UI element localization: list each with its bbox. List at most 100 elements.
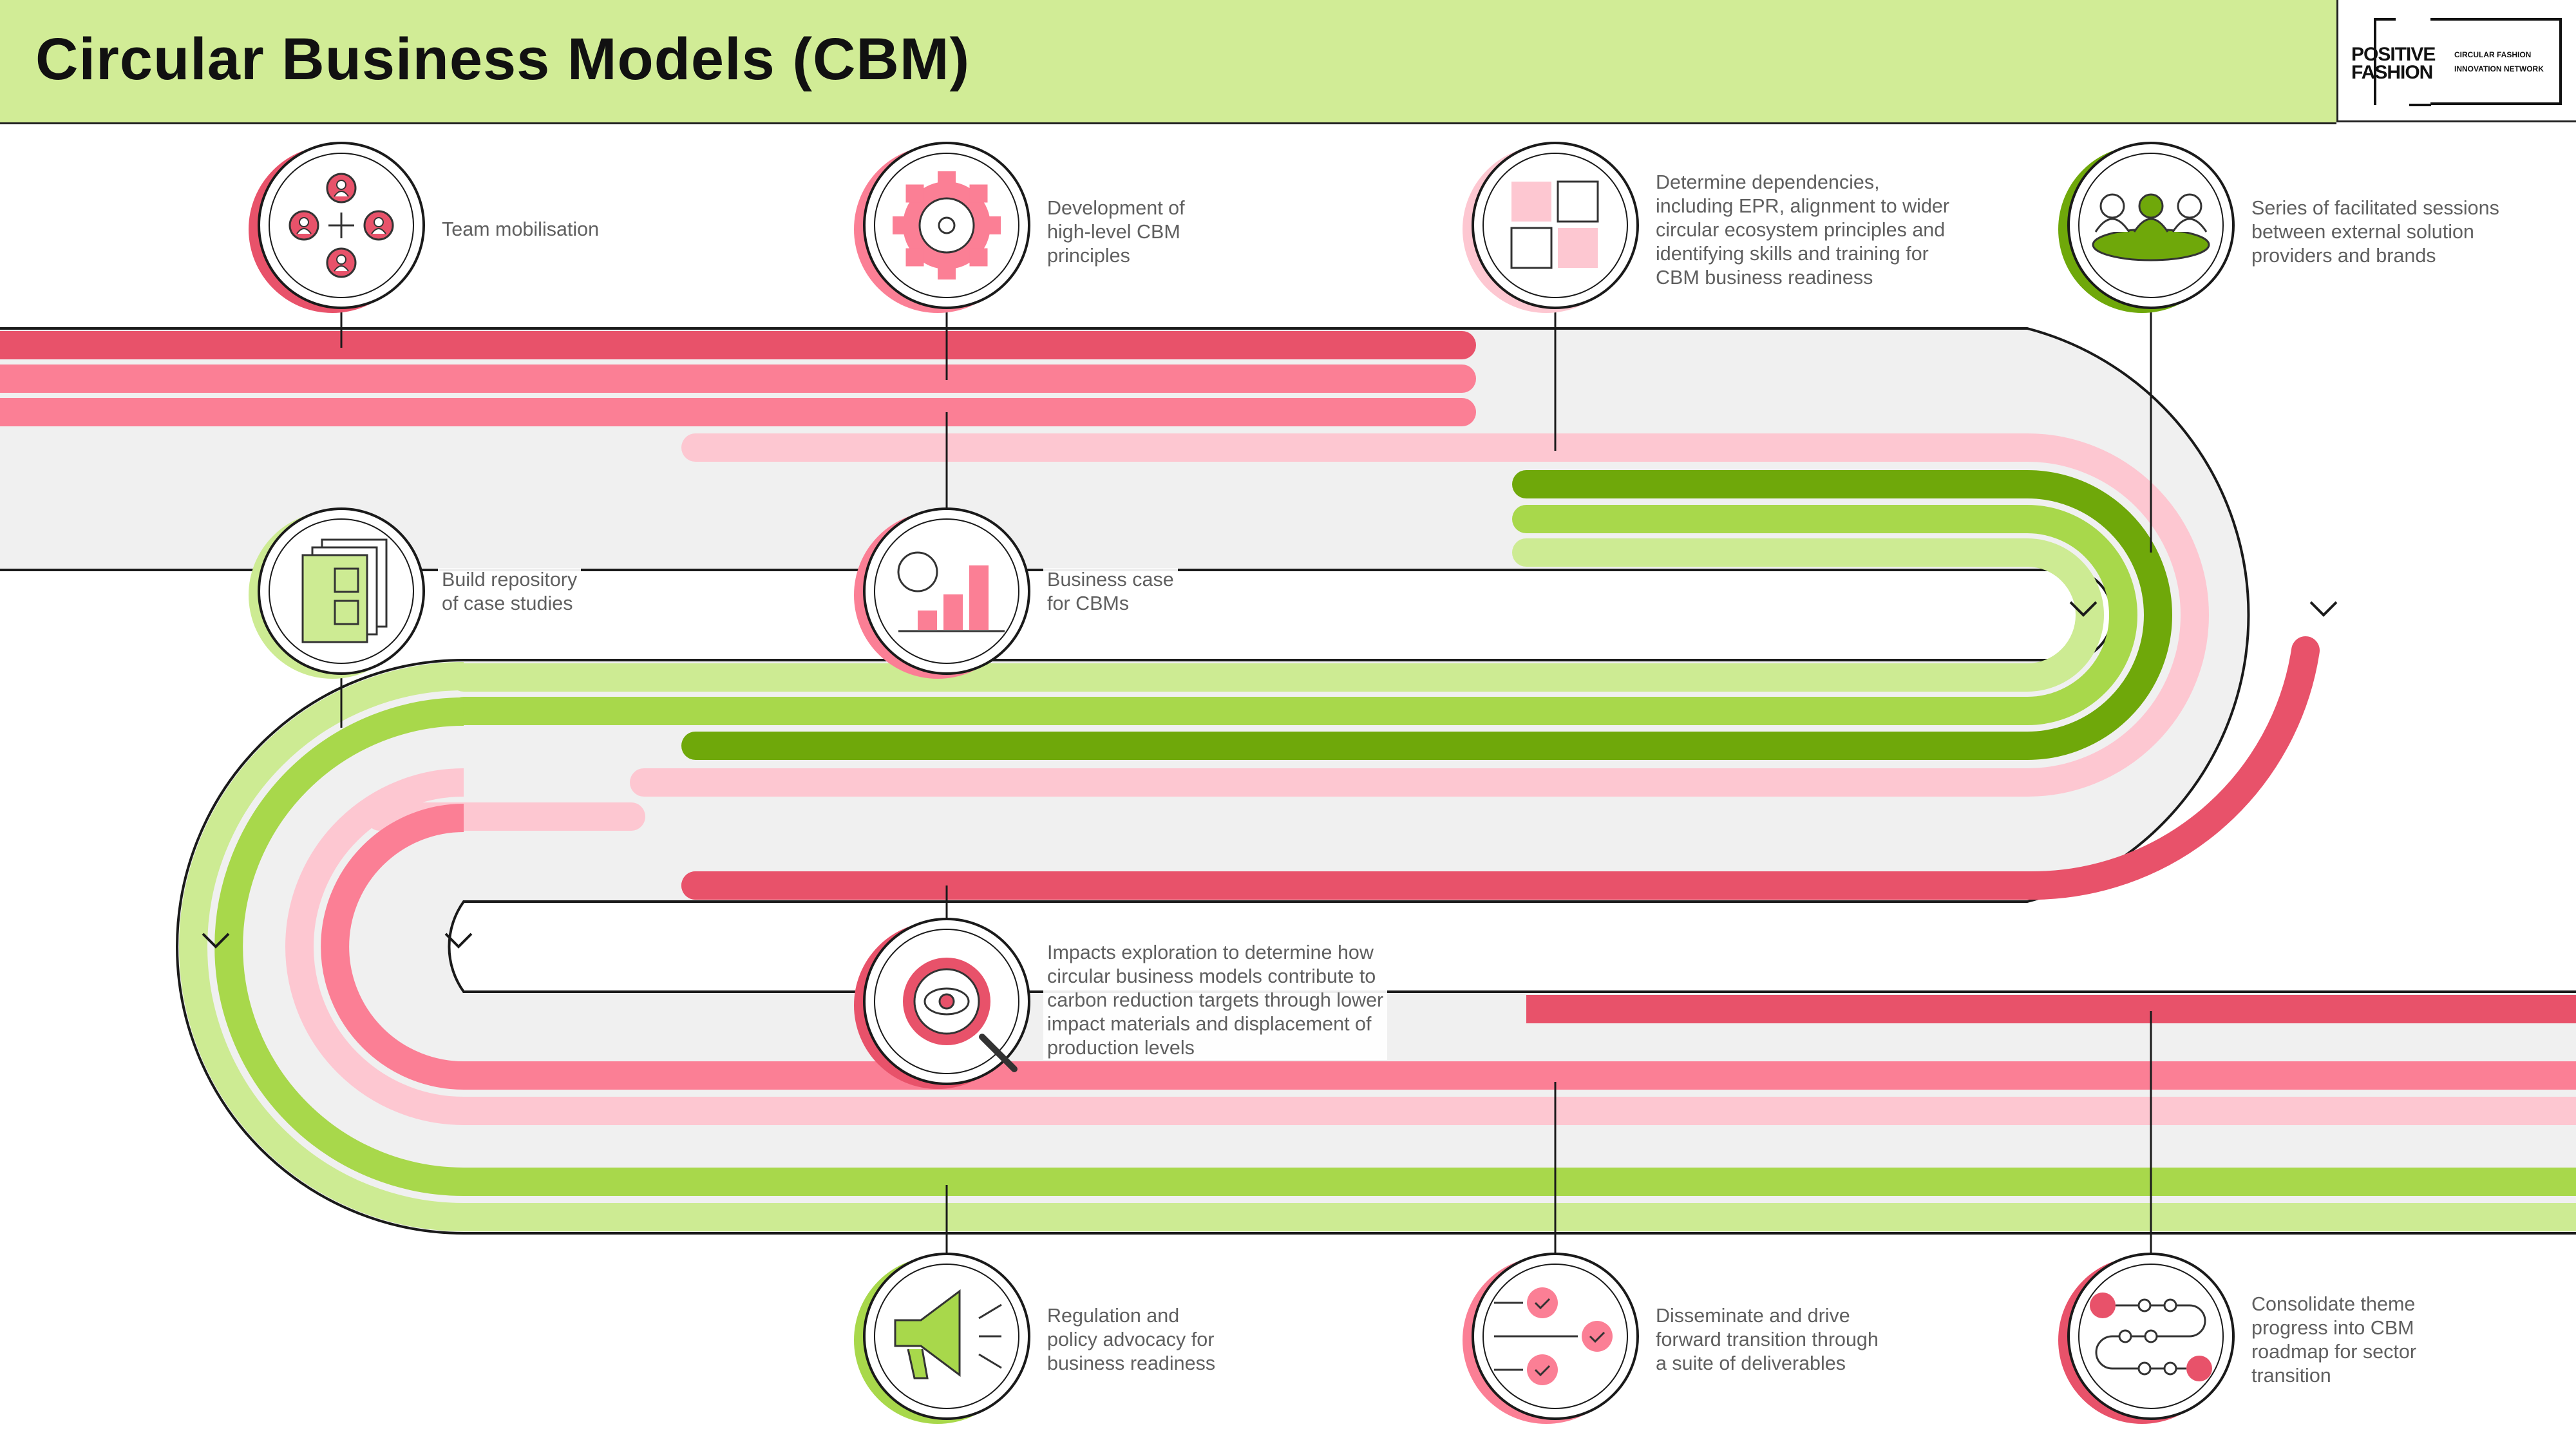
logo-frame-line	[2409, 104, 2431, 106]
network-ring	[897, 551, 938, 592]
gear-icon	[893, 171, 1001, 279]
puzzle-piece	[1557, 180, 1599, 223]
icon-inner-ring	[1482, 153, 1628, 298]
gear-tooth	[905, 248, 924, 267]
roadmap-node	[2118, 1329, 2132, 1343]
gear-tooth	[969, 248, 988, 267]
bar-chart-icon	[897, 551, 1005, 632]
roadmap-node	[2137, 1298, 2152, 1312]
bar	[918, 611, 937, 630]
roadmap-node	[2144, 1329, 2158, 1343]
lane-loop-dark-green	[681, 470, 2172, 760]
megaphone-handle	[907, 1349, 929, 1379]
sound-line	[978, 1353, 1002, 1369]
sound-line	[978, 1303, 1002, 1320]
handle	[979, 1034, 1018, 1072]
page-title: Circular Business Models (CBM)	[35, 26, 971, 92]
milestone-team-mobilisation	[249, 142, 425, 313]
lane-lower-light-pink	[285, 768, 2576, 1125]
logo-text-fashion: FASHION	[2351, 62, 2433, 83]
lane-lower-green	[214, 697, 2576, 1196]
milestone-impacts-exploration	[854, 918, 1030, 1089]
positive-fashion-logo: POSITIVE FASHION CIRCULAR FASHION INNOVA…	[2336, 0, 2576, 122]
check-badge	[1527, 1287, 1558, 1318]
logo-frame-line	[2374, 18, 2376, 105]
road-lanes	[0, 327, 2576, 1235]
direction-chevron-0	[2069, 601, 2098, 617]
roadmap-node	[2163, 1361, 2177, 1376]
person-head	[336, 180, 346, 190]
check-mark	[1589, 1331, 1605, 1343]
direction-chevron-2	[202, 933, 230, 949]
person-body	[334, 265, 349, 272]
person-head	[336, 254, 346, 265]
puzzle-piece	[1558, 228, 1598, 268]
person-body	[334, 191, 349, 197]
logo-frame-box	[2430, 18, 2562, 105]
lane-lower-light-green	[179, 662, 2576, 1231]
person-body	[2133, 218, 2169, 232]
check-mark	[1534, 1298, 1551, 1310]
roadmap-start	[2090, 1293, 2116, 1318]
lane-lower-pink	[321, 804, 2576, 1090]
check-mark	[1534, 1365, 1551, 1377]
logo-frame-line	[2374, 18, 2396, 21]
icon-inner-ring	[874, 518, 1019, 664]
logo-subtitle-2: INNOVATION NETWORK	[2454, 64, 2544, 73]
milestone-case-studies	[249, 507, 425, 679]
magnifier-eye-icon	[903, 958, 1018, 1072]
doc-box	[334, 600, 359, 625]
milestone-business-case	[854, 507, 1030, 679]
person-head	[374, 217, 384, 227]
roadmap-end	[2186, 1356, 2212, 1381]
lane-loop-green	[450, 505, 2137, 725]
check-badge	[1582, 1321, 1613, 1352]
gear-tooth	[938, 261, 956, 279]
person-head	[2177, 193, 2202, 219]
documents-icon	[301, 538, 388, 643]
bar	[943, 594, 963, 630]
logo-subtitle-1: CIRCULAR FASHION	[2454, 50, 2532, 59]
table	[2092, 228, 2210, 261]
person-head	[2138, 193, 2164, 219]
puzzle-piece	[1511, 182, 1551, 222]
person-body	[371, 228, 386, 234]
direction-chevron-1	[2309, 601, 2338, 617]
gear-tooth	[905, 184, 924, 203]
milestone-consolidate-roadmap	[2058, 1253, 2235, 1424]
milestone-dependencies	[1463, 142, 1639, 313]
milestone-regulation-advocacy	[854, 1253, 1030, 1424]
bar	[969, 565, 989, 630]
roadmap-node	[2137, 1361, 2152, 1376]
gear-tooth	[983, 216, 1001, 234]
person-head	[299, 217, 309, 227]
gear-tooth	[893, 216, 911, 234]
roadmap-icon	[2090, 1293, 2212, 1381]
lane-loop-light-pink	[681, 433, 2209, 797]
lane-loop-red	[681, 636, 2320, 900]
person-body	[2172, 218, 2208, 232]
milestone-facilitated-sessions	[2058, 142, 2235, 313]
pupil	[938, 993, 955, 1010]
lane-loop-light-green	[450, 538, 2104, 692]
header-bar: Circular Business Models (CBM)	[0, 0, 2336, 124]
doc-box	[334, 567, 359, 593]
gear-tooth	[969, 184, 988, 203]
milestone-icons	[249, 142, 2235, 1424]
milestone-label-dependencies: Determine dependencies,including EPR, al…	[1652, 171, 1954, 290]
checklist-arrows-icon	[1494, 1287, 1613, 1385]
team-icon	[289, 173, 394, 278]
cross-arrows	[328, 213, 354, 238]
logo-text-positive: POSITIVE	[2351, 44, 2436, 65]
megaphone	[894, 1289, 961, 1377]
puzzle-icon	[1510, 180, 1599, 269]
megaphone-icon	[894, 1289, 1002, 1379]
